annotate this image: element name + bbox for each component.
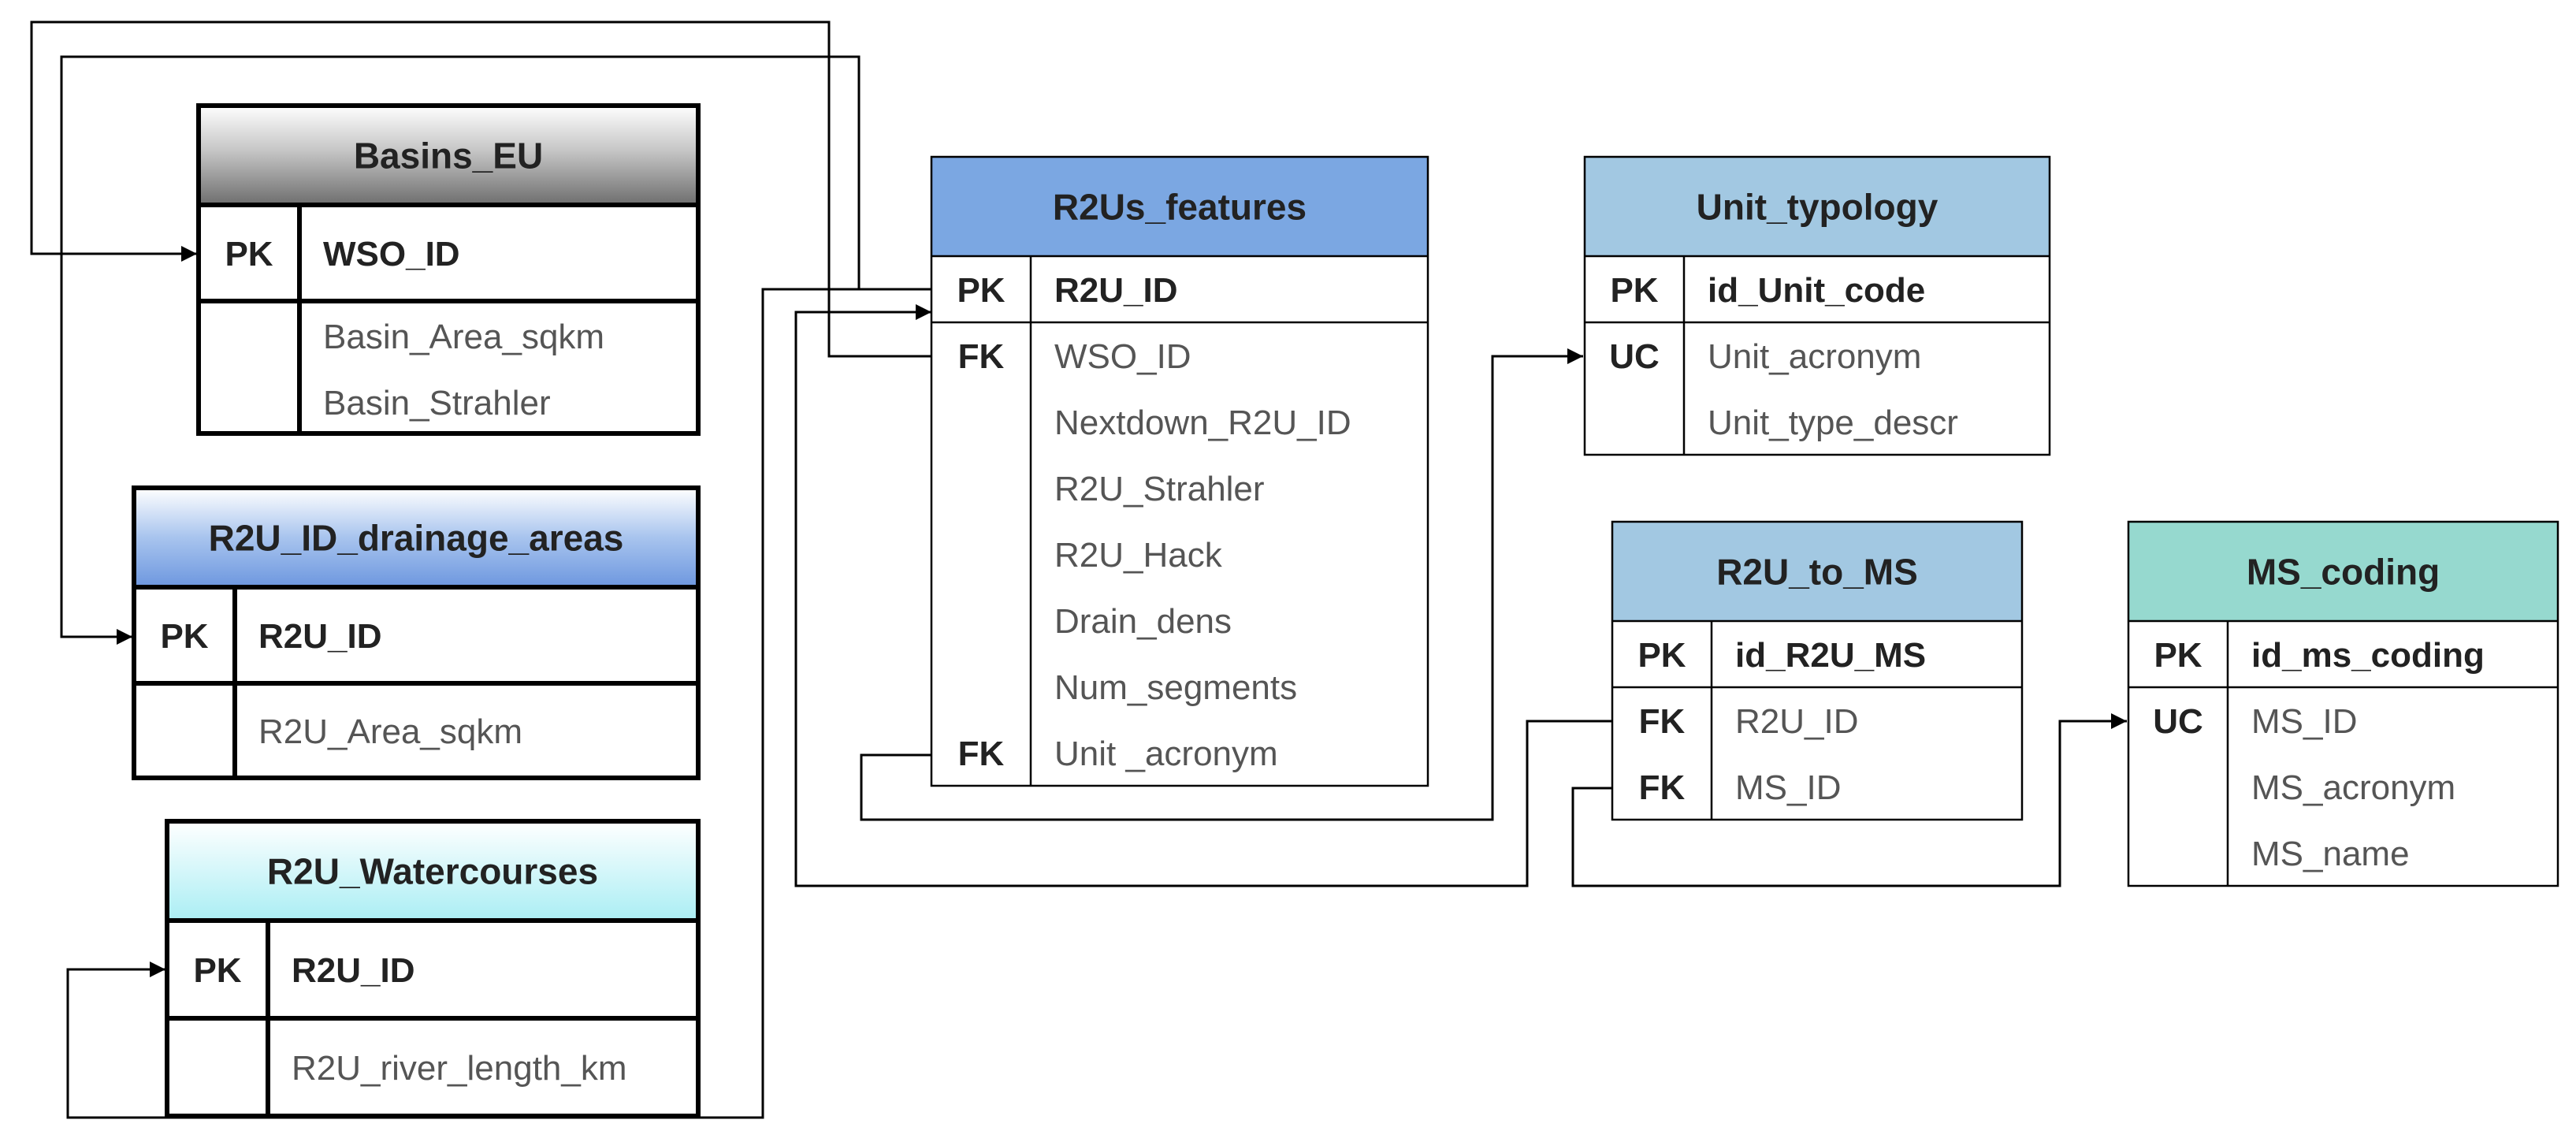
field-name: Basin_Strahler	[323, 384, 551, 422]
r2u-id-drainage-areas-border	[132, 485, 701, 780]
field-name: R2U_ID	[1735, 702, 1859, 741]
r2us-features-row-wso-id[interactable]: FK WSO_ID	[958, 337, 1191, 376]
unit-typology-row-id-unit-code[interactable]: PK id_Unit_code	[1610, 271, 1925, 310]
r2u-id-drainage-areas-row-r2u-id[interactable]: PK R2U_ID	[160, 617, 381, 656]
field-name: MS_acronym	[2251, 768, 2455, 807]
field-name: R2U_ID	[1054, 271, 1178, 310]
field-name: Num_segments	[1054, 668, 1297, 707]
key-badge: UC	[2153, 702, 2203, 741]
field-name: Nextdown_R2U_ID	[1054, 404, 1351, 442]
r2u-watercourses-border	[165, 819, 701, 1118]
r2us-features-body	[931, 157, 1428, 786]
r2us-features-row-r2u-id[interactable]: PK R2U_ID	[957, 271, 1177, 310]
key-badge: PK	[160, 617, 208, 656]
r2us-features-row-r2u-hack[interactable]: R2U_Hack	[1054, 536, 1223, 575]
field-name: R2U_Strahler	[1054, 470, 1265, 508]
unit-typology-header	[1585, 157, 2050, 256]
key-badge: FK	[1639, 702, 1686, 741]
key-badge: FK	[958, 337, 1005, 376]
key-badge: PK	[1637, 636, 1686, 675]
field-name: R2U_river_length_km	[292, 1049, 627, 1088]
unit-typology-row-unit-type-descr[interactable]: Unit_type_descr	[1708, 404, 1958, 442]
field-name: Basin_Area_sqkm	[323, 318, 604, 356]
r2us-features-header	[931, 157, 1428, 256]
r2u-id-drainage-areas-row-r2u-area-sqkm[interactable]: R2U_Area_sqkm	[258, 712, 522, 751]
basins-eu-title: Basins_EU	[354, 136, 543, 177]
r2us-features-title: R2Us_features	[1053, 187, 1307, 228]
r2us-features-row-r2u-strahler[interactable]: R2U_Strahler	[1054, 470, 1265, 508]
connector-r2u-to-ms-r2u-id	[794, 304, 1612, 887]
field-name: WSO_ID	[323, 235, 460, 273]
field-name: Drain_dens	[1054, 602, 1232, 641]
r2u-id-drainage-areas-header	[134, 488, 698, 587]
field-name: R2U_Area_sqkm	[258, 712, 522, 751]
r2u-watercourses-row-r2u-river-length-km[interactable]: R2U_river_length_km	[292, 1049, 627, 1088]
r2u-to-ms-border	[1611, 520, 2024, 821]
r2u-watercourses-title: R2U_Watercourses	[267, 851, 598, 892]
key-badge: UC	[1609, 337, 1660, 376]
key-badge: PK	[193, 951, 241, 990]
basins-eu-header	[199, 106, 698, 205]
unit-typology-title: Unit_typology	[1697, 187, 1939, 228]
r2u-id-drainage-areas-title: R2U_ID_drainage_areas	[209, 518, 624, 559]
key-badge: FK	[958, 735, 1005, 773]
r2u-to-ms-header	[1612, 522, 2022, 621]
key-badge: FK	[1639, 768, 1686, 807]
field-name: MS_ID	[1735, 768, 1841, 807]
entity-basins-eu[interactable]: Basins_EU PK WSO_ID Basin_Area_sqkmBasin_St…	[196, 103, 701, 436]
field-name: MS_ID	[2251, 702, 2357, 741]
field-name: R2U_Hack	[1054, 536, 1223, 575]
field-name: id_ms_coding	[2251, 636, 2485, 675]
field-name: R2U_ID	[292, 951, 415, 990]
connector-ms-id	[1571, 713, 2127, 887]
key-badge: PK	[225, 235, 273, 273]
ms-coding-title: MS_coding	[2247, 552, 2440, 593]
r2us-features-border	[930, 155, 1429, 787]
r2us-features-row-unit-acronym[interactable]: FK Unit _acronym	[958, 735, 1278, 773]
ms-coding-row-ms-id[interactable]: UC MS_ID	[2153, 702, 2357, 741]
entity-r2u-to-ms[interactable]: R2U_to_MS PK id_R2U_MS FK R2U_ID FK MS_ID	[1611, 520, 2024, 821]
field-name: Unit _acronym	[1054, 735, 1278, 773]
basins-eu-border	[196, 103, 701, 436]
field-name: R2U_ID	[258, 617, 382, 656]
basins-eu-row-wso-id[interactable]: PK WSO_ID	[225, 235, 459, 273]
r2u-to-ms-row-ms-id[interactable]: FK MS_ID	[1639, 768, 1842, 807]
field-name: MS_name	[2251, 835, 2410, 873]
connector-wso-id	[30, 20, 931, 358]
key-badge: PK	[2154, 636, 2202, 675]
r2u-to-ms-row-id-r2u-ms[interactable]: PK id_R2U_MS	[1637, 636, 1926, 675]
ms-coding-row-id-ms-coding[interactable]: PK id_ms_coding	[2154, 636, 2484, 675]
r2u-watercourses-header	[167, 821, 698, 921]
entity-tables: Basins_EU PK WSO_ID Basin_Area_sqkmBasin_St…	[132, 103, 2559, 1118]
r2us-features-row-num-segments[interactable]: Num_segments	[1054, 668, 1297, 707]
r2u-to-ms-title: R2U_to_MS	[1716, 552, 1918, 593]
ms-coding-row-ms-name[interactable]: MS_name	[2251, 835, 2410, 873]
r2u-to-ms-row-r2u-id[interactable]: FK R2U_ID	[1639, 702, 1859, 741]
basins-eu-row-basin-area-sqkm[interactable]: Basin_Area_sqkm	[323, 318, 604, 356]
field-name: id_Unit_code	[1708, 271, 1925, 310]
r2us-features-row-nextdown-r2u-id[interactable]: Nextdown_R2U_ID	[1054, 404, 1351, 442]
connector-unit-acronym	[860, 348, 1583, 821]
basins-eu-row-basin-strahler[interactable]: Basin_Strahler	[323, 384, 551, 422]
r2u-watercourses-row-r2u-id[interactable]: PK R2U_ID	[193, 951, 414, 990]
unit-typology-border	[1583, 155, 2051, 456]
key-badge: PK	[1610, 271, 1658, 310]
field-name: Unit_acronym	[1708, 337, 1921, 376]
r2us-features-row-drain-dens[interactable]: Drain_dens	[1054, 602, 1232, 641]
ms-coding-row-ms-acronym[interactable]: MS_acronym	[2251, 768, 2455, 807]
field-name: WSO_ID	[1054, 337, 1191, 376]
ms-coding-border	[2127, 520, 2559, 887]
field-name: id_R2U_MS	[1735, 636, 1926, 675]
field-name: Unit_type_descr	[1708, 404, 1958, 442]
ms-coding-header	[2128, 522, 2558, 621]
unit-typology-row-unit-acronym[interactable]: UC Unit_acronym	[1609, 337, 1921, 376]
key-badge: PK	[957, 271, 1005, 310]
